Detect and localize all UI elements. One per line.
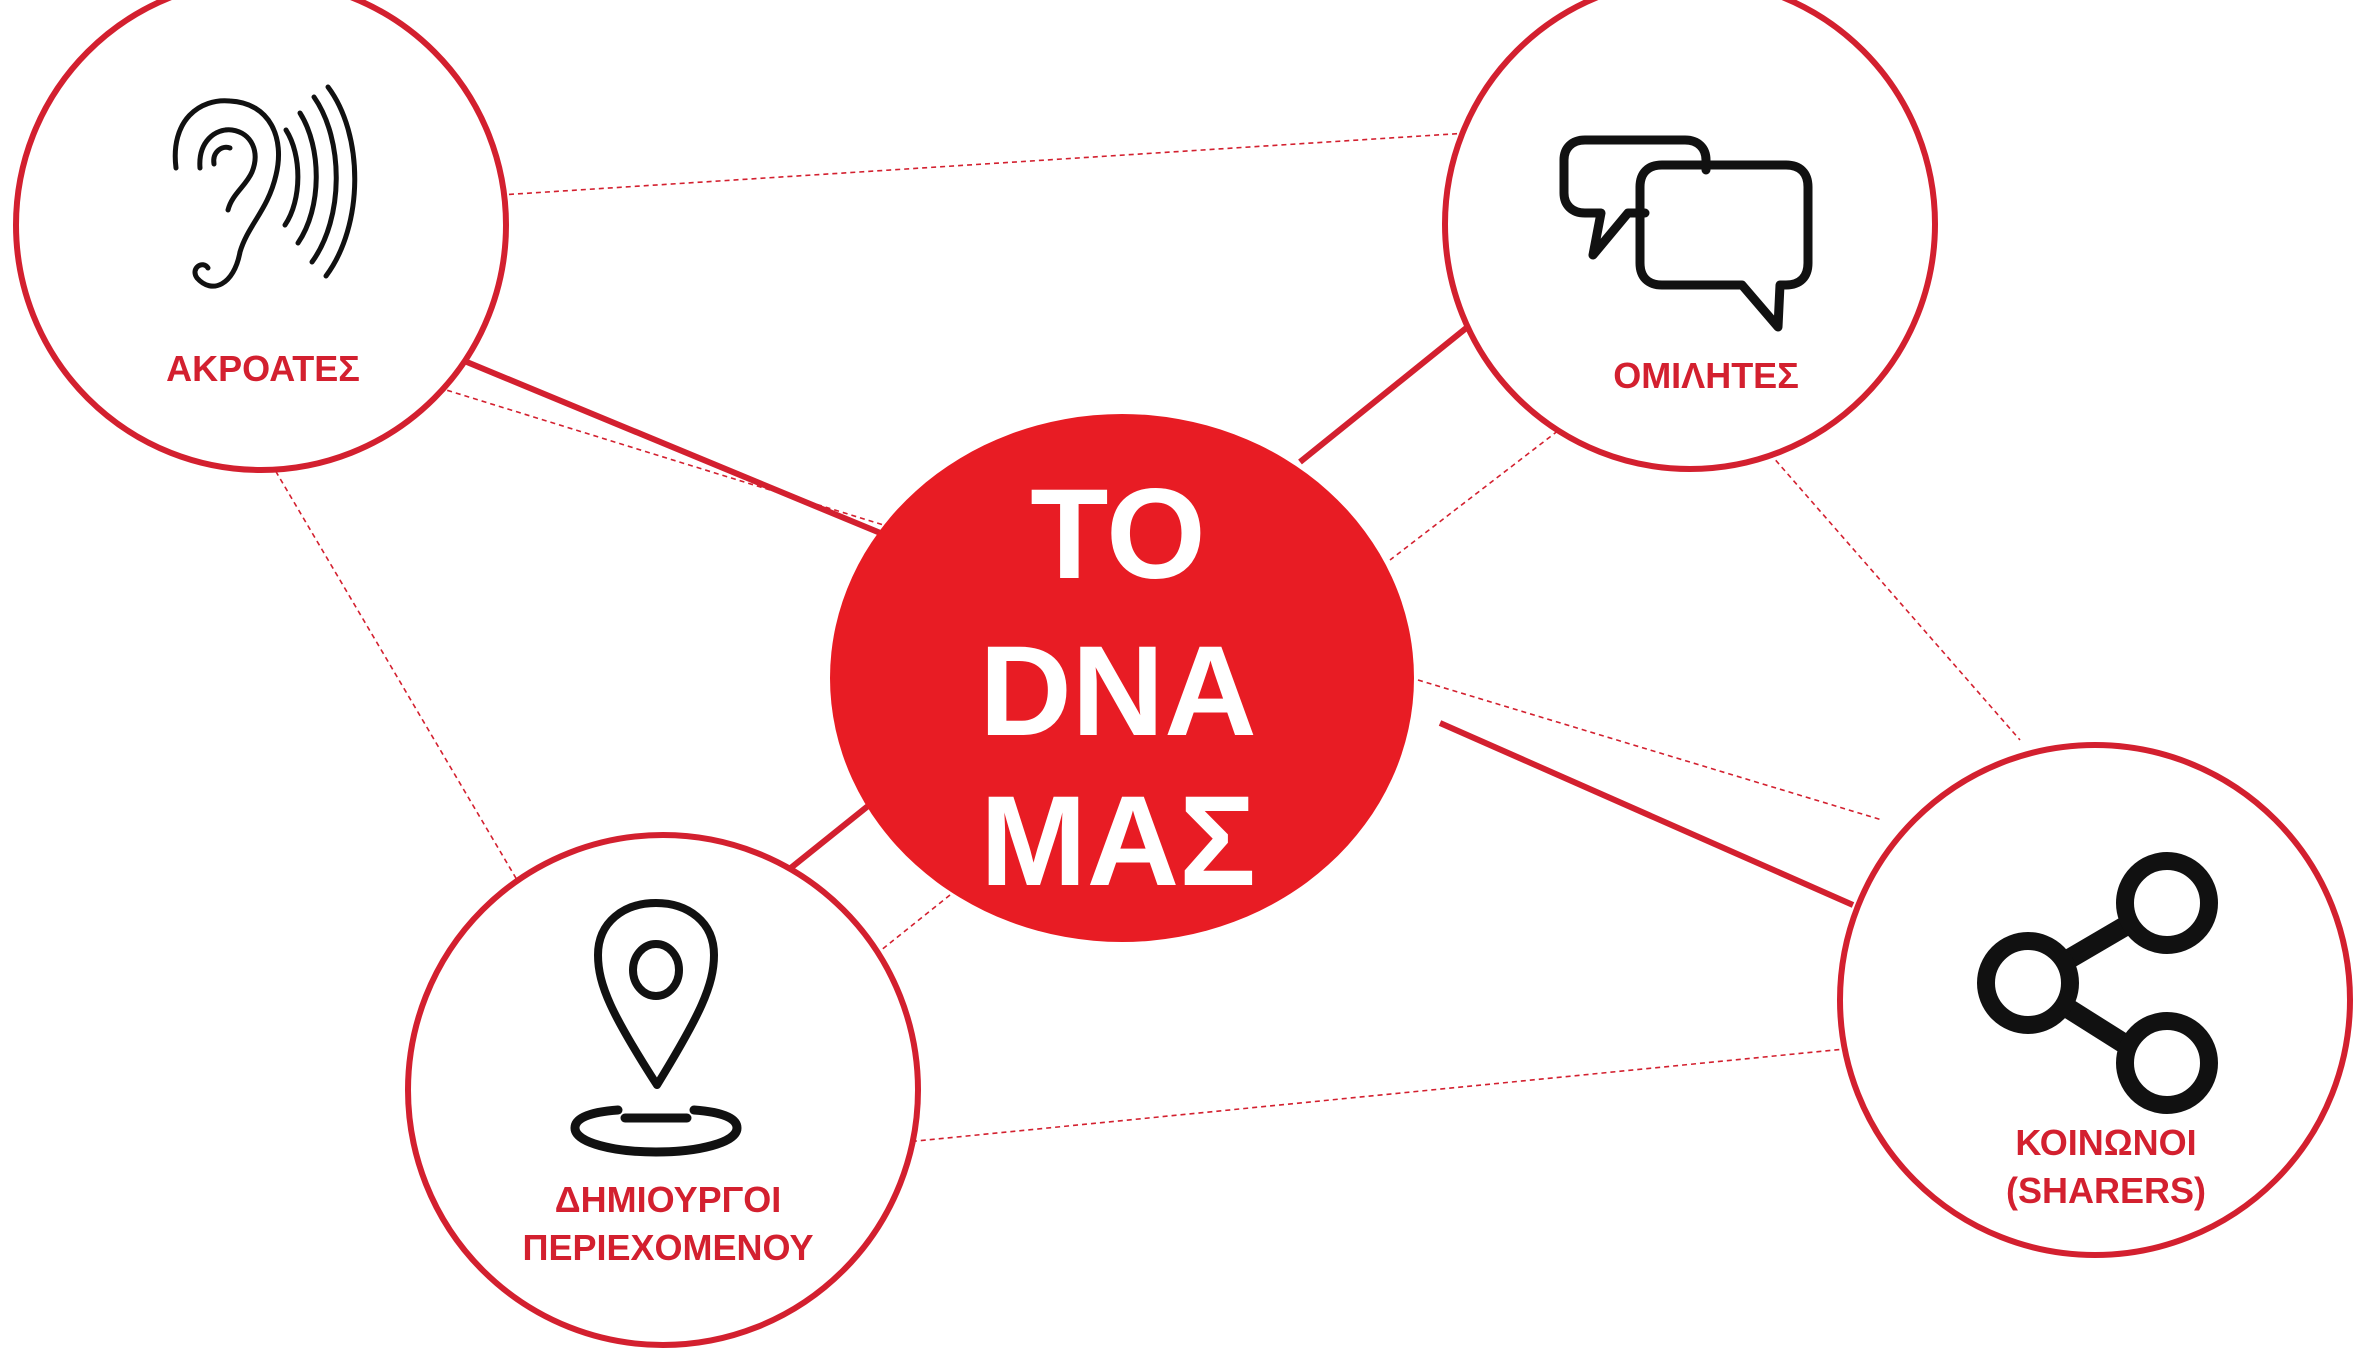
main-link-sharers <box>1438 720 1855 908</box>
center-title-line2: DNA <box>979 620 1256 763</box>
sharers-circle <box>1837 742 2353 1258</box>
listeners-label: ΑΚΡΟΑΤΕΣ <box>166 348 360 389</box>
sharers-label-line2: (SHARERS) <box>2006 1170 2206 1211</box>
speakers-label: ΟΜΙΛΗΤΕΣ <box>1613 355 1799 396</box>
creators-node: ΔΗΜΙΟΥΡΓΟΙ ΠΕΡΙΕΧΟΜΕΝΟΥ <box>405 832 921 1348</box>
main-connections <box>460 322 1855 908</box>
back-speech-bubble <box>1559 135 1711 260</box>
location-pin-icon <box>570 899 742 1157</box>
listeners-circle <box>13 0 509 473</box>
creators-label-line1: ΔΗΜΙΟΥΡΓΟΙ <box>555 1179 782 1220</box>
share-node-bottom <box>2116 1012 2218 1114</box>
dashed-link-listeners-speakers <box>499 132 1469 196</box>
pin-body <box>594 899 718 1089</box>
creators-circle <box>405 832 921 1348</box>
listeners-node: ΑΚΡΟΑΤΕΣ <box>13 0 509 473</box>
speakers-circle <box>1442 0 1938 472</box>
share-node-left <box>1977 932 2079 1034</box>
sharers-node: ΚΟΙΝΩΝΟΙ (SHARERS) <box>1837 742 2353 1258</box>
dashed-link-creators-sharers <box>875 1046 1866 1146</box>
creators-label-line2: ΠΕΡΙΕΧΟΜΕΝΟΥ <box>522 1227 813 1268</box>
dashed-link-speakers-sharers <box>1757 439 2021 741</box>
pin-ground-ring <box>570 1105 742 1157</box>
main-link-creators <box>780 803 870 878</box>
dashed-link-speakers-center <box>1389 419 1573 561</box>
center-circle <box>830 414 1414 942</box>
center-title-line1: TO <box>1030 463 1205 606</box>
center-node: TO DNA ΜΑΣ <box>830 414 1414 942</box>
main-link-listeners <box>460 357 892 540</box>
ear-icon <box>172 84 358 289</box>
pin-hole <box>629 940 683 1000</box>
dashed-link-center-creators <box>874 894 951 956</box>
speakers-node: ΟΜΙΛΗΤΕΣ <box>1442 0 1938 472</box>
main-link-speakers <box>1298 322 1472 465</box>
share-icon <box>1977 852 2218 1114</box>
front-speech-bubble <box>1635 160 1813 332</box>
sharers-label-line1: ΚΟΙΝΩΝΟΙ <box>2015 1122 2196 1163</box>
dashed-link-listeners-creators <box>261 447 521 886</box>
share-node-top <box>2116 852 2218 954</box>
dashed-connections <box>261 132 2021 1146</box>
speech-bubbles-icon <box>1559 135 1813 332</box>
dashed-link-center-sharers <box>1417 679 1883 821</box>
center-title-line3: ΜΑΣ <box>980 770 1256 913</box>
